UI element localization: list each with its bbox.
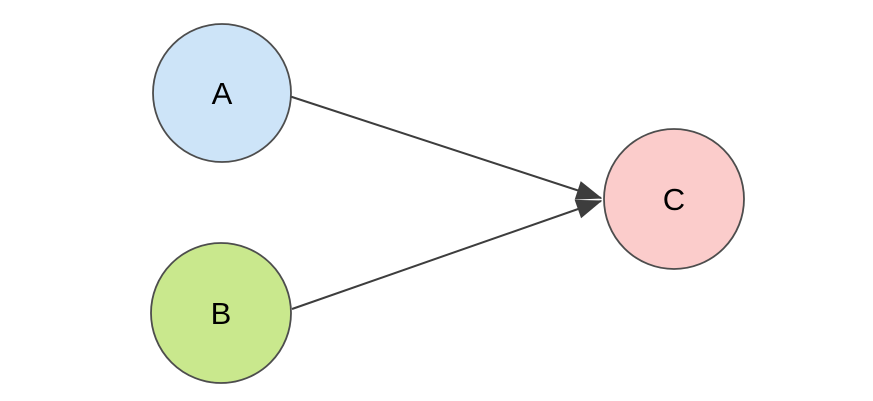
node-b-label: B <box>211 296 232 331</box>
edge-group <box>288 95 601 310</box>
node-a-circle <box>152 23 292 163</box>
node-a-label: A <box>212 76 233 111</box>
node-c-label: C <box>663 182 685 217</box>
node-a: A <box>152 23 292 163</box>
node-c: C <box>603 128 745 270</box>
node-c-circle <box>603 128 745 270</box>
edge-b-to-c <box>291 201 601 310</box>
edge-a-to-c <box>288 95 601 198</box>
node-b: B <box>150 242 292 384</box>
node-b-circle <box>150 242 292 384</box>
